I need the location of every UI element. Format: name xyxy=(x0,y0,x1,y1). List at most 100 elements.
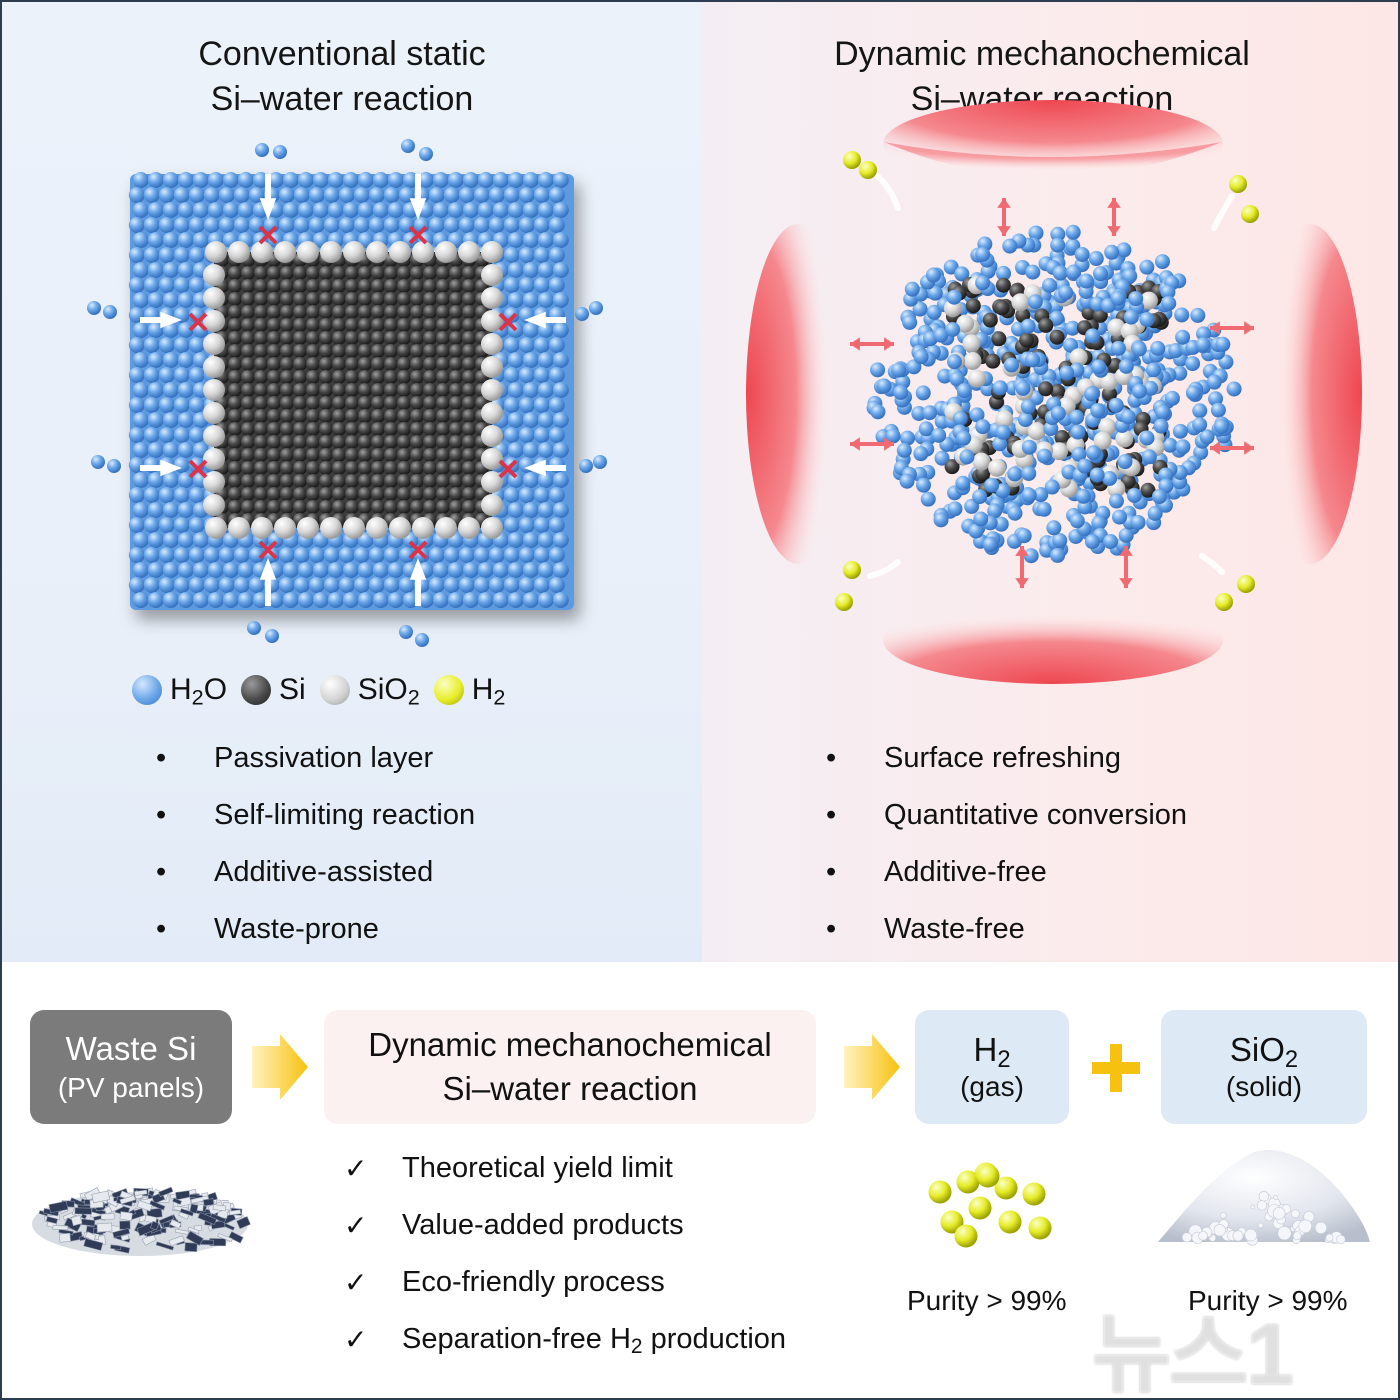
hydrogen-molecule-icon xyxy=(928,1180,952,1204)
sio2-product-label: SiO2 xyxy=(1229,1031,1299,1073)
double-arrow-icon xyxy=(850,337,894,351)
list-item: ✓Value-added products xyxy=(344,1197,786,1254)
hydrogen-molecule-icon xyxy=(835,593,853,611)
water-molecule-icon xyxy=(415,633,429,647)
process-box: Dynamic mechanochemical Si–water reactio… xyxy=(324,1010,816,1124)
static-title-line2: Si–water reaction xyxy=(210,80,474,118)
blocked-x-icon xyxy=(258,225,278,245)
hydrogen-molecule-icon xyxy=(956,1170,980,1194)
hydrogen-molecule-icon xyxy=(1022,1182,1046,1206)
sio2-particle-icon xyxy=(319,675,350,705)
h2-gas-molecules-illustration xyxy=(928,1162,1052,1248)
water-molecule-icon xyxy=(579,459,593,473)
legend-h2-label: H2 xyxy=(471,673,506,710)
check-icon: ✓ xyxy=(344,1210,368,1241)
blocked-x-icon xyxy=(408,225,428,245)
advantages-checklist: ✓Theoretical yield limit ✓Value-added pr… xyxy=(344,1140,786,1368)
hydrogen-molecule-icon xyxy=(843,561,861,579)
hydrogen-molecule-icon xyxy=(859,161,877,179)
pressure-zone-left xyxy=(746,224,850,564)
list-item: •Passivation layer xyxy=(156,742,434,774)
list-item: •Surface refreshing xyxy=(826,742,1121,774)
released-h2-molecules xyxy=(835,151,1259,611)
check-icon: ✓ xyxy=(344,1324,368,1355)
hydrogen-molecule-icon xyxy=(1229,175,1247,193)
pressure-arrows xyxy=(850,198,1254,588)
list-item: ✓Separation-free H2 production xyxy=(344,1311,786,1368)
water-molecule-icon xyxy=(593,455,607,469)
process-label-line2: Si–water reaction xyxy=(442,1070,698,1107)
sio2-purity-label: Purity > 99% xyxy=(1188,1285,1348,1316)
static-panel-title: Conventional static Si–water reaction xyxy=(142,32,542,122)
water-molecule-icon xyxy=(247,621,261,635)
dynamic-reaction-illustration xyxy=(746,100,1362,684)
water-molecule-icon xyxy=(399,625,413,639)
double-arrow-icon xyxy=(1210,321,1254,335)
h2-purity-label: Purity > 99% xyxy=(907,1285,1067,1316)
blocked-x-icon xyxy=(188,459,208,479)
static-title-line1: Conventional static xyxy=(198,35,486,73)
double-arrow-icon xyxy=(850,437,894,451)
blocked-water-arrows xyxy=(87,139,607,647)
dynamic-characteristics-list: •Surface refreshing •Quantitative conver… xyxy=(824,730,1187,958)
legend-water: H2O xyxy=(132,673,228,710)
legend-sio2-label: SiO2 xyxy=(357,673,420,710)
h2-state-label: (gas) xyxy=(960,1071,1024,1102)
water-molecule-icon xyxy=(103,305,117,319)
h2-product-box: H2 (gas) xyxy=(915,1010,1069,1124)
hydrogen-molecule-icon xyxy=(1215,593,1233,611)
double-arrow-icon xyxy=(1015,546,1029,588)
double-arrow-icon xyxy=(1107,198,1121,236)
blocked-x-icon xyxy=(498,312,518,332)
legend-water-label: H2O xyxy=(170,673,228,710)
water-molecule-icon xyxy=(87,301,101,315)
silicon-core xyxy=(214,252,492,528)
list-item: ✓Eco-friendly process xyxy=(344,1254,786,1311)
water-molecule-icon xyxy=(132,675,162,705)
legend-si: Si xyxy=(241,673,306,707)
check-icon: ✓ xyxy=(344,1267,368,1298)
double-arrow-icon xyxy=(1119,546,1133,588)
plus-icon xyxy=(1092,1044,1140,1092)
hydrogen-molecule-icon xyxy=(940,1210,964,1234)
silicon-atom-icon xyxy=(241,675,272,705)
hydrogen-molecule-icon xyxy=(998,1210,1022,1234)
sio2-state-label: (solid) xyxy=(1225,1071,1303,1102)
waste-source-label: (PV panels) xyxy=(57,1072,205,1103)
hydrogen-molecule-icon xyxy=(954,1224,978,1248)
double-arrow-icon xyxy=(1210,441,1254,455)
list-item: ✓Theoretical yield limit xyxy=(344,1140,786,1197)
waste-si-box: Waste Si (PV panels) xyxy=(30,1010,232,1124)
water-molecule-icon xyxy=(91,455,105,469)
sio2-passivation-shell xyxy=(203,241,503,539)
hydrogen-molecule-icon xyxy=(968,1196,992,1220)
hydrogen-molecule-icon xyxy=(976,1164,1000,1188)
list-item: •Additive-assisted xyxy=(156,856,434,888)
list-item: •Waste-prone xyxy=(156,913,379,945)
legend-h2: H2 xyxy=(433,673,506,710)
water-molecule-icon xyxy=(255,143,269,157)
hydrogen-molecule-icon xyxy=(994,1176,1018,1200)
pressure-zone-top xyxy=(883,100,1223,188)
blocked-x-icon xyxy=(188,312,208,332)
waste-pv-pile-illustration xyxy=(32,1186,251,1256)
water-molecule-icon xyxy=(401,139,415,153)
water-molecule-icon xyxy=(273,145,287,159)
check-icon: ✓ xyxy=(344,1153,368,1184)
legend-si-label: Si xyxy=(279,673,306,706)
hydrogen-molecule-icon xyxy=(1028,1216,1052,1240)
double-arrow-icon xyxy=(997,198,1011,236)
hydrogen-molecule-icon xyxy=(433,675,464,705)
list-item: •Additive-free xyxy=(826,856,1047,888)
static-reaction-illustration xyxy=(87,139,607,647)
mechanical-pressure-zones xyxy=(746,100,1362,684)
blocked-x-icon xyxy=(498,459,518,479)
hydrogen-molecule-icon xyxy=(843,151,861,169)
water-molecule-icon xyxy=(265,629,279,643)
mixed-particle-cluster xyxy=(866,224,1242,564)
news-watermark-logo: 뉴스1 xyxy=(1092,1307,1294,1400)
pressure-zone-bottom xyxy=(883,596,1223,684)
pressure-zone-right xyxy=(1258,224,1362,564)
hydrogen-molecule-icon xyxy=(1241,205,1259,223)
